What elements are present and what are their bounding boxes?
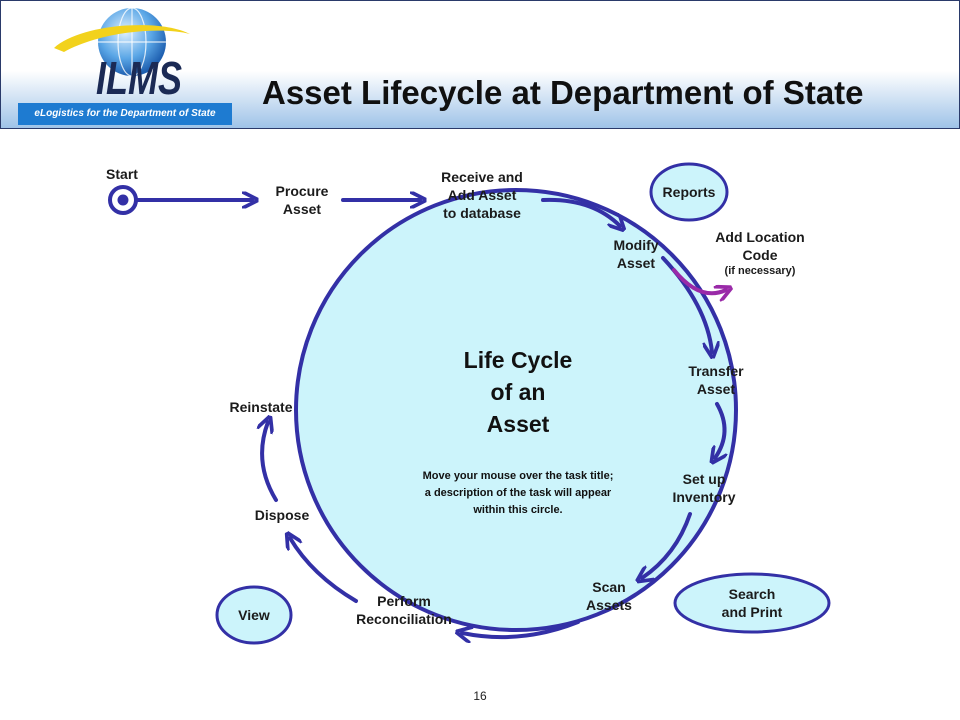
ilms-logo: ILMS	[54, 7, 190, 104]
step-note: (if necessary)	[724, 265, 796, 277]
step-scan-assets[interactable]: Scan Assets	[576, 578, 642, 614]
center-description-line: a description of the task will appear	[424, 487, 612, 499]
button-label-line: Search	[728, 586, 776, 602]
swoosh-icon	[54, 25, 190, 52]
step-add-location-code[interactable]: Add Location Code (if necessary)	[700, 228, 820, 278]
lifecycle-circle	[294, 188, 738, 632]
step-label-line: Perform	[377, 593, 431, 609]
step-label-line: Scan	[592, 579, 626, 595]
arrow-transfer-to-setup	[715, 402, 725, 458]
center-description-line: Move your mouse over the task title;	[422, 470, 614, 482]
step-start[interactable]: Start	[100, 165, 144, 183]
globe-icon	[98, 7, 166, 77]
step-label-line: to database	[443, 205, 521, 221]
logo-tagline: eLogistics for the Department of State	[18, 103, 232, 125]
center-description-line: within this circle.	[473, 504, 563, 516]
step-label-line: Modify	[613, 237, 659, 253]
step-label-line: Code	[742, 247, 778, 263]
step-modify-asset[interactable]: Modify Asset	[604, 236, 668, 272]
search-and-print-button[interactable]	[673, 572, 831, 634]
logo-text: ILMS	[96, 52, 182, 104]
step-reinstate[interactable]: Reinstate	[222, 398, 300, 416]
step-setup-inventory[interactable]: Set up Inventory	[662, 470, 746, 506]
center-title-line: Asset	[486, 411, 550, 437]
step-label-line: Asset	[696, 381, 736, 397]
step-label-line: Reconciliation	[356, 611, 452, 627]
arrow-receive-to-modify	[541, 197, 620, 226]
step-label-line: Asset	[616, 255, 656, 271]
step-label-line: Transfer	[688, 363, 744, 379]
step-label-line: Add Asset	[447, 187, 517, 203]
view-button-label: View	[238, 607, 270, 623]
page-title: Asset Lifecycle at Department of State	[262, 74, 864, 111]
step-dispose[interactable]: Dispose	[246, 506, 318, 524]
step-transfer-asset[interactable]: Transfer Asset	[676, 362, 756, 398]
view-button[interactable]	[215, 585, 293, 645]
button-label-line: and Print	[721, 604, 783, 620]
center-title-line: of an	[490, 379, 546, 405]
start-icon[interactable]	[108, 185, 138, 215]
arrow-setup-to-scan	[642, 512, 692, 578]
arrow-modify-to-transfer	[661, 256, 712, 352]
step-perform-reconciliation[interactable]: Perform Reconciliation	[344, 592, 464, 628]
step-start-label: Start	[106, 166, 138, 182]
arrow-scan-to-reconcile	[462, 620, 580, 637]
page-number: 16	[473, 689, 487, 703]
reports-button-label: Reports	[662, 184, 716, 200]
step-label-line: Inventory	[672, 489, 736, 505]
step-receive-add-asset[interactable]: Receive and Add Asset to database	[422, 168, 542, 222]
center-title-line: Life Cycle	[463, 347, 573, 373]
step-dispose-label: Dispose	[254, 507, 310, 523]
arrow-dispose-to-reinstate	[262, 422, 278, 502]
arrow-reconcile-to-dispose	[290, 538, 358, 603]
reports-button[interactable]	[649, 162, 729, 222]
center-description: Move your mouse over the task title; a d…	[376, 468, 660, 519]
arrow-modify-to-add-location	[672, 268, 726, 293]
step-label-line: Add Location	[715, 229, 805, 245]
step-label-line: Set up	[682, 471, 726, 487]
step-label-line: Asset	[282, 201, 322, 217]
step-label-line: Assets	[586, 597, 632, 613]
center-title: Life Cycle of an Asset	[400, 344, 636, 440]
search-and-print-button-label: Search and Print	[700, 585, 804, 621]
step-label-line: Receive and	[441, 169, 523, 185]
step-reinstate-label: Reinstate	[229, 399, 293, 415]
step-procure-asset[interactable]: Procure Asset	[262, 182, 342, 218]
step-label-line: Procure	[275, 183, 329, 199]
